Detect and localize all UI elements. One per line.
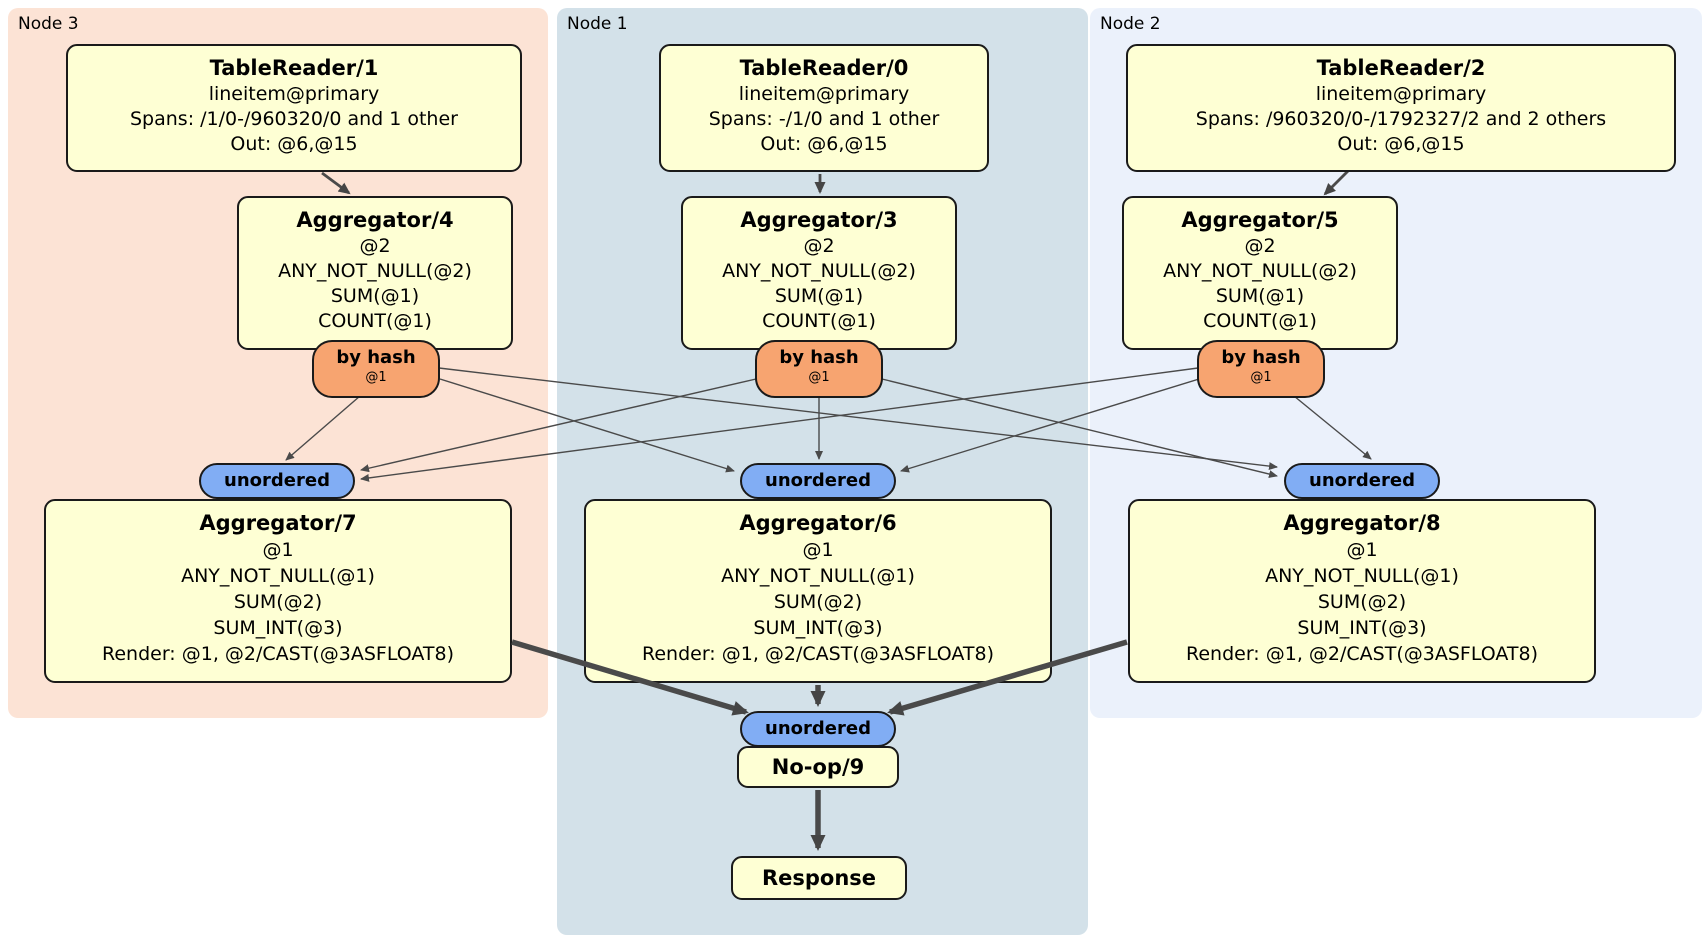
stream-unordered-into-noop: unordered [740, 711, 896, 747]
processor-aggregator-7: Aggregator/7 @1 ANY_NOT_NULL(@1) SUM(@2)… [44, 499, 512, 683]
processor-line: SUM(@1) [1215, 285, 1305, 307]
processor-tablereader-2: TableReader/2 lineitem@primary Spans: /9… [1126, 44, 1676, 172]
processor-title: TableReader/1 [209, 56, 379, 80]
processor-tablereader-1: TableReader/1 lineitem@primary Spans: /1… [66, 44, 522, 172]
stream-unordered-into-agg7: unordered [199, 463, 355, 499]
processor-title: TableReader/0 [739, 56, 909, 80]
processor-line: Render: @1, @2/CAST(@3ASFLOAT8) [1186, 643, 1538, 665]
router-by-hash-4: by hash @1 [312, 340, 440, 398]
region-node-1-label: Node 1 [567, 14, 628, 34]
processor-line: Out: @6,@15 [760, 133, 888, 155]
processor-line: @1 [1346, 539, 1378, 561]
processor-line: COUNT(@1) [318, 310, 432, 332]
processor-noop-9: No-op/9 [737, 746, 899, 788]
processor-line: ANY_NOT_NULL(@2) [278, 260, 472, 282]
processor-line: Out: @6,@15 [1337, 133, 1465, 155]
processor-title: Aggregator/7 [199, 511, 357, 535]
processor-title: Response [761, 866, 877, 890]
processor-title: Aggregator/5 [1181, 208, 1339, 232]
processor-line: SUM(@2) [1317, 591, 1407, 613]
stream-label: unordered [224, 470, 330, 491]
processor-line: @1 [262, 539, 294, 561]
processor-line: lineitem@primary [738, 83, 910, 105]
processor-line: @1 [802, 539, 834, 561]
processor-line: ANY_NOT_NULL(@2) [1163, 260, 1357, 282]
processor-tablereader-0: TableReader/0 lineitem@primary Spans: -/… [659, 44, 989, 172]
processor-line: COUNT(@1) [762, 310, 876, 332]
processor-title: Aggregator/6 [739, 511, 897, 535]
stream-unordered-into-agg8: unordered [1284, 463, 1440, 499]
response-box: Response [731, 856, 907, 900]
stream-label: unordered [1309, 470, 1415, 491]
router-label: by hash [1221, 347, 1301, 368]
processor-title: Aggregator/8 [1283, 511, 1441, 535]
processor-line: ANY_NOT_NULL(@2) [722, 260, 916, 282]
processor-line: @2 [359, 235, 391, 257]
router-detail: @1 [365, 370, 387, 385]
router-by-hash-3: by hash @1 [755, 340, 883, 398]
processor-line: Render: @1, @2/CAST(@3ASFLOAT8) [642, 643, 994, 665]
processor-line: @2 [803, 235, 835, 257]
processor-line: ANY_NOT_NULL(@1) [181, 565, 375, 587]
processor-line: Out: @6,@15 [230, 133, 358, 155]
processor-line: Render: @1, @2/CAST(@3ASFLOAT8) [102, 643, 454, 665]
processor-line: SUM(@1) [330, 285, 420, 307]
router-detail: @1 [1250, 370, 1272, 385]
stream-label: unordered [765, 718, 871, 739]
processor-aggregator-3: Aggregator/3 @2 ANY_NOT_NULL(@2) SUM(@1)… [681, 196, 957, 350]
stream-unordered-into-agg6: unordered [740, 463, 896, 499]
router-label: by hash [779, 347, 859, 368]
router-detail: @1 [808, 370, 830, 385]
router-label: by hash [336, 347, 416, 368]
processor-line: Spans: /1/0-/960320/0 and 1 other [130, 108, 458, 130]
processor-aggregator-4: Aggregator/4 @2 ANY_NOT_NULL(@2) SUM(@1)… [237, 196, 513, 350]
router-by-hash-5: by hash @1 [1197, 340, 1325, 398]
region-node-3-label: Node 3 [18, 14, 79, 34]
processor-line: ANY_NOT_NULL(@1) [1265, 565, 1459, 587]
processor-line: ANY_NOT_NULL(@1) [721, 565, 915, 587]
processor-title: No-op/9 [771, 755, 865, 779]
processor-line: SUM_INT(@3) [753, 617, 883, 639]
processor-line: SUM_INT(@3) [1297, 617, 1427, 639]
stream-label: unordered [765, 470, 871, 491]
region-node-2-label: Node 2 [1100, 14, 1161, 34]
processor-aggregator-5: Aggregator/5 @2 ANY_NOT_NULL(@2) SUM(@1)… [1122, 196, 1398, 350]
processor-line: SUM_INT(@3) [213, 617, 343, 639]
processor-line: COUNT(@1) [1203, 310, 1317, 332]
processor-line: lineitem@primary [208, 83, 380, 105]
processor-line: SUM(@2) [773, 591, 863, 613]
processor-line: @2 [1244, 235, 1276, 257]
processor-title: TableReader/2 [1316, 56, 1486, 80]
processor-aggregator-8: Aggregator/8 @1 ANY_NOT_NULL(@1) SUM(@2)… [1128, 499, 1596, 683]
processor-line: SUM(@2) [233, 591, 323, 613]
processor-line: SUM(@1) [774, 285, 864, 307]
processor-aggregator-6: Aggregator/6 @1 ANY_NOT_NULL(@1) SUM(@2)… [584, 499, 1052, 683]
processor-line: lineitem@primary [1315, 83, 1487, 105]
processor-line: Spans: -/1/0 and 1 other [708, 108, 940, 130]
processor-title: Aggregator/3 [740, 208, 898, 232]
processor-line: Spans: /960320/0-/1792327/2 and 2 others [1195, 108, 1607, 130]
processor-title: Aggregator/4 [296, 208, 454, 232]
